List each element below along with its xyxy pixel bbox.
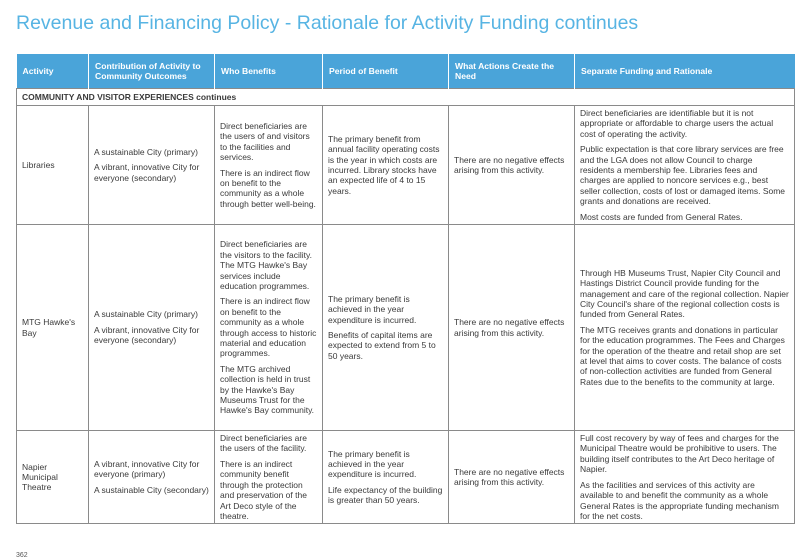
- activity-cell: MTG Hawke's Bay: [16, 224, 89, 432]
- actions-cell: There are no negative effects arising fr…: [448, 104, 575, 226]
- cell-text: There is an indirect flow on benefit to …: [220, 296, 317, 359]
- cell-text: Benefits of capital items are expected t…: [328, 330, 436, 361]
- cell-text: A sustainable City (secondary): [94, 484, 209, 495]
- funding-cell: Through HB Museums Trust, Napier City Co…: [574, 224, 795, 432]
- who-benefits-cell: Direct beneficiaries are the users of an…: [214, 104, 323, 226]
- cell-text: Public expectation is that core library …: [580, 144, 786, 207]
- cell-text: Life expectancy of the building is great…: [328, 484, 443, 506]
- cell-text: Direct beneficiaries are the users of th…: [220, 433, 307, 454]
- header-funding-rationale: Separate Funding and Rationale: [574, 54, 795, 89]
- cell-text: A vibrant, innovative City for everyone …: [94, 162, 200, 183]
- cell-text: Through HB Museums Trust, Napier City Co…: [580, 267, 789, 320]
- table-header-row: Activity Contribution of Activity to Com…: [16, 54, 795, 89]
- page-title: Revenue and Financing Policy - Rationale…: [16, 12, 639, 34]
- section-title: COMMUNITY AND VISITOR EXPERIENCES contin…: [16, 88, 795, 106]
- period-cell: The primary benefit is achieved in the y…: [322, 224, 449, 432]
- cell-text: A sustainable City (primary): [94, 309, 198, 320]
- cell-text: A vibrant, innovative City for everyone …: [94, 324, 200, 346]
- who-benefits-cell: Direct beneficiaries are the users of th…: [214, 430, 323, 525]
- funding-cell: Full cost recovery by way of fees and ch…: [574, 430, 795, 525]
- funding-cell: Direct beneficiaries are identifiable bu…: [574, 104, 795, 226]
- cell-text: The primary benefit is achieved in the y…: [328, 293, 417, 325]
- cell-text: Direct beneficiaries are the visitors to…: [220, 239, 312, 291]
- cell-text: A sustainable City (primary): [94, 146, 198, 157]
- cell-text: A vibrant, innovative City for everyone …: [94, 459, 200, 480]
- period-cell: The primary benefit from annual facility…: [322, 104, 449, 226]
- cell-text: The MTG receives grants and donations in…: [580, 324, 785, 387]
- cell-text: Direct beneficiaries are the users of an…: [220, 120, 310, 163]
- cell-text: There are no negative effects arising fr…: [454, 317, 565, 338]
- activity-cell: Libraries: [16, 104, 89, 226]
- cell-text: There are no negative effects arising fr…: [454, 466, 565, 488]
- cell-text: Full cost recovery by way of fees and ch…: [580, 433, 779, 475]
- table-row: MTG Hawke's Bay A sustainable City (prim…: [16, 224, 795, 432]
- contribution-cell: A sustainable City (primary) A vibrant, …: [88, 104, 215, 226]
- section-row: COMMUNITY AND VISITOR EXPERIENCES contin…: [16, 88, 795, 106]
- cell-text: Direct beneficiaries are identifiable bu…: [580, 108, 774, 139]
- actions-cell: There are no negative effects arising fr…: [448, 430, 575, 525]
- actions-cell: There are no negative effects arising fr…: [448, 224, 575, 432]
- contribution-cell: A sustainable City (primary) A vibrant, …: [88, 224, 215, 432]
- cell-text: There is an indirect community benefit t…: [220, 458, 307, 521]
- table-row: Libraries A sustainable City (primary) A…: [16, 104, 795, 226]
- activity-cell: Napier Municipal Theatre: [16, 430, 89, 525]
- header-contribution: Contribution of Activity to Community Ou…: [88, 54, 215, 89]
- page-number: 362: [16, 552, 28, 559]
- cell-text: Most costs are funded from General Rates…: [580, 211, 743, 222]
- cell-text: As the facilities and services of this a…: [580, 479, 779, 521]
- header-actions: What Actions Create the Need: [448, 54, 575, 89]
- table-row: Napier Municipal Theatre A vibrant, inno…: [16, 430, 795, 525]
- cell-text: There are no negative effects arising fr…: [454, 154, 565, 176]
- cell-text: The MTG archived collection is held in t…: [220, 363, 315, 416]
- header-who-benefits: Who Benefits: [214, 54, 323, 89]
- cell-text: The primary benefit is achieved in the y…: [328, 448, 417, 480]
- who-benefits-cell: Direct beneficiaries are the visitors to…: [214, 224, 323, 432]
- header-activity: Activity: [16, 54, 89, 89]
- contribution-cell: A vibrant, innovative City for everyone …: [88, 430, 215, 525]
- cell-text: There is an indirect flow on benefit to …: [220, 167, 316, 209]
- period-cell: The primary benefit is achieved in the y…: [322, 430, 449, 525]
- header-period-of-benefit: Period of Benefit: [322, 54, 449, 89]
- funding-rationale-table: Activity Contribution of Activity to Com…: [16, 54, 795, 525]
- cell-text: The primary benefit from annual facility…: [328, 133, 440, 196]
